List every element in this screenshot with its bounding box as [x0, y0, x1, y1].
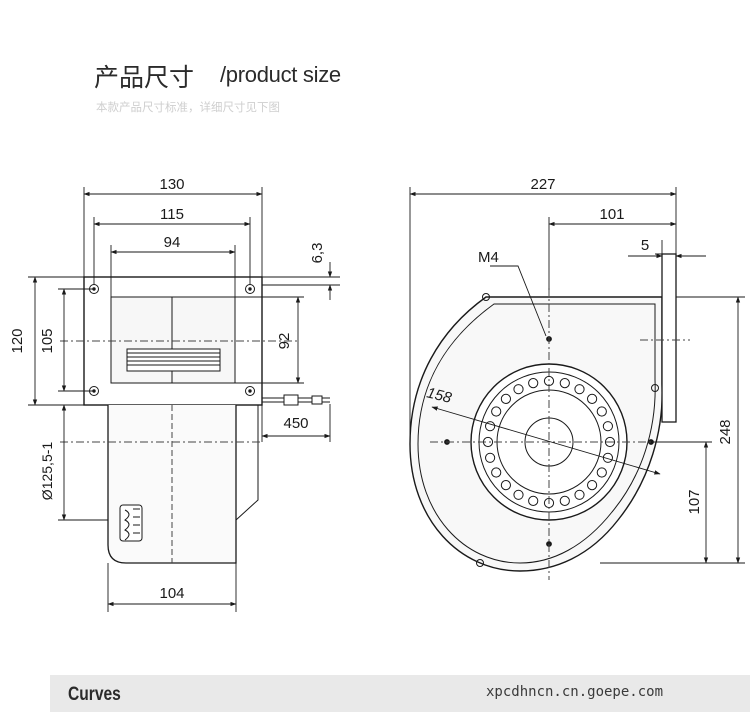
impeller-blade — [485, 452, 496, 463]
outlet-flange — [661, 253, 677, 423]
curves-section-label: Curves — [68, 684, 121, 705]
page-subtitle: 本款产品尺寸标准，详细尺寸见下图 — [96, 100, 280, 114]
impeller-blade — [587, 480, 598, 491]
page-title-english: /product size — [220, 62, 341, 87]
side-view — [409, 253, 690, 580]
impeller-blade — [596, 406, 607, 417]
dim-label-450: 450 — [283, 415, 308, 432]
impeller-blade — [559, 495, 570, 506]
vent-slots — [126, 348, 221, 372]
label-m4: M4 — [478, 249, 499, 266]
impeller-blade — [500, 480, 511, 491]
dim-label-94: 94 — [164, 234, 181, 251]
impeller-blade — [574, 384, 585, 395]
impeller-blade — [559, 378, 570, 389]
side-dimensions — [409, 187, 745, 564]
front-view — [60, 276, 330, 564]
dim-label-158: 158 — [425, 384, 454, 407]
dim-label-115: 115 — [160, 206, 184, 223]
dim-label-diameter: Ø125,5-1 — [39, 442, 55, 501]
impeller-blade — [513, 489, 524, 500]
dim-label-5: 5 — [641, 237, 649, 254]
power-cable — [262, 394, 330, 406]
dim-label-104: 104 — [159, 585, 184, 602]
watermark: xpcdhncn.cn.goepe.com — [486, 684, 664, 700]
dim-label-6-3: 6,3 — [309, 243, 326, 264]
dim-label-92: 92 — [276, 333, 293, 350]
side-dimension-labels: 227 101 5 M4 158 248 107 — [425, 176, 734, 515]
impeller-blade — [602, 421, 614, 432]
front-dimensions — [28, 187, 340, 612]
curves-section-bar: Curves — [50, 675, 750, 712]
impeller-blade — [491, 467, 502, 478]
impeller-blade — [491, 406, 502, 417]
dim-label-120: 120 — [9, 328, 26, 353]
dim-label-130: 130 — [159, 176, 184, 193]
impeller-blade — [528, 378, 539, 389]
impeller-blade — [513, 384, 524, 395]
impeller-blade — [587, 393, 598, 404]
impeller-blade — [596, 467, 607, 478]
page-title-chinese: 产品尺寸 — [94, 63, 195, 92]
dim-label-107: 107 — [686, 489, 703, 514]
impeller-blade — [500, 393, 511, 404]
dim-label-248: 248 — [717, 419, 734, 444]
dim-label-101: 101 — [599, 206, 624, 223]
front-dimension-labels: 130 115 94 6,3 120 105 92 450 Ø125,5-1 1… — [9, 176, 326, 602]
dim-label-105: 105 — [39, 328, 56, 353]
dim-label-227: 227 — [530, 176, 555, 193]
motor-connector — [119, 504, 143, 542]
impeller-blade — [528, 495, 539, 506]
impeller-blade — [574, 489, 585, 500]
